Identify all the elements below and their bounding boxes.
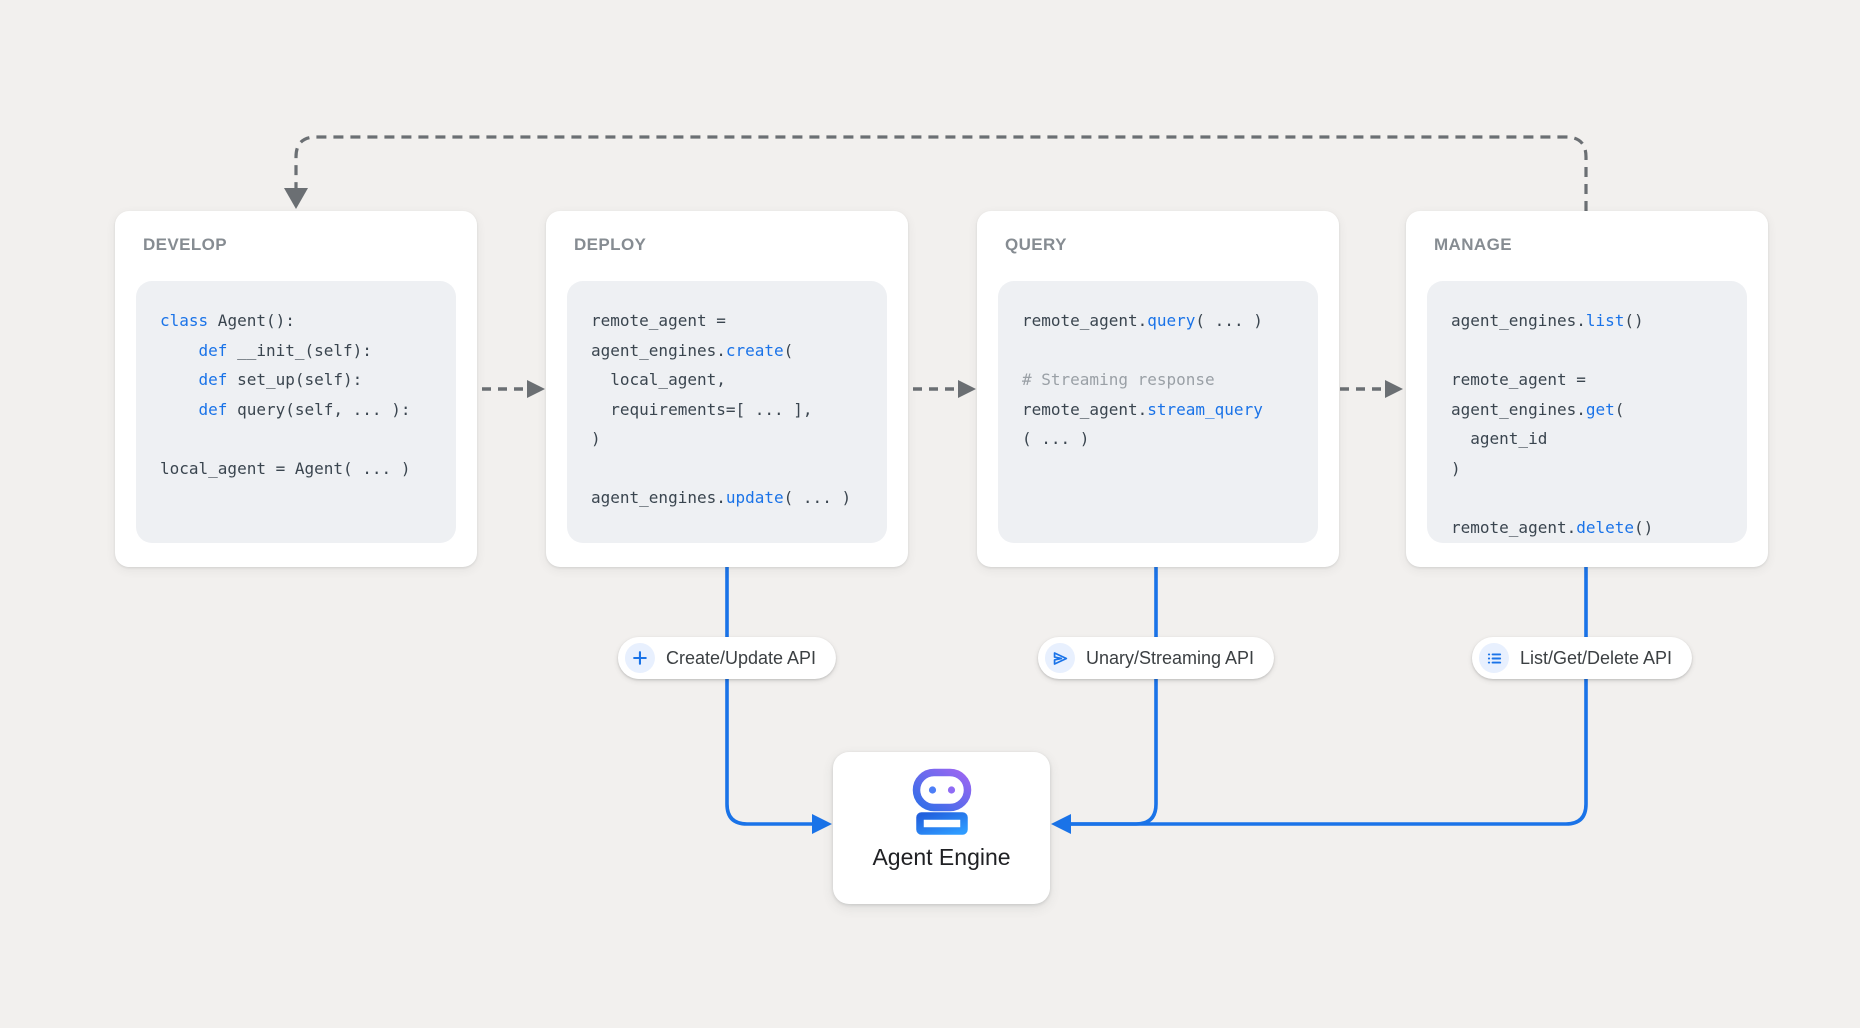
- code-line: [1022, 336, 1318, 366]
- arrowhead-left-icon: [1051, 814, 1071, 834]
- query-to-engine-blue-line: [1051, 567, 1158, 834]
- manage-to-engine-blue-line: [1070, 567, 1588, 826]
- arrowhead-right-icon: [812, 814, 832, 834]
- arrowhead-down-icon: [284, 188, 308, 209]
- code-line: ): [1451, 458, 1461, 478]
- plus-icon: [624, 643, 655, 673]
- code-line: agent_engines.get(: [1451, 399, 1625, 419]
- code-line: ): [591, 429, 601, 448]
- manage-to-develop-dashed-loop: [284, 135, 1588, 211]
- pill-create-update-api: Create/Update API: [617, 637, 837, 679]
- card-title: MANAGE: [1434, 235, 1512, 254]
- code-line: agent_engines.list(): [1451, 311, 1644, 330]
- pill-list-get-delete-api: List/Get/Delete API: [1471, 637, 1693, 679]
- code-line: [1451, 336, 1747, 366]
- card-deploy: DEPLOY remote_agent = agent_engines.creat…: [546, 211, 908, 567]
- code-block-develop: class Agent(): def __init_(self): def se…: [136, 281, 456, 543]
- deploy-to-query-dashed-arrow: [913, 380, 976, 398]
- code-line: def set_up(self):: [198, 370, 363, 389]
- code-line: agent_id: [1451, 429, 1548, 448]
- code-line: remote_agent.delete(): [1451, 517, 1654, 537]
- engine-label: Agent Engine: [872, 844, 1011, 870]
- code-line: remote_agent =: [591, 311, 726, 330]
- pill-unary-streaming-api: Unary/Streaming API: [1037, 637, 1275, 679]
- code-block-query: remote_agent.query( ... ) # Streaming re…: [998, 281, 1318, 543]
- code-line: def __init_(self):: [198, 340, 372, 360]
- develop-to-deploy-dashed-arrow: [482, 380, 545, 398]
- arrowhead-right-icon: [1385, 380, 1403, 398]
- code-line: remote_agent =: [1451, 370, 1586, 389]
- code-line: agent_engines.update( ... ): [591, 488, 852, 507]
- send-icon: [1044, 643, 1075, 673]
- code-line: requirements=[ ... ],: [591, 399, 813, 419]
- card-title: DEVELOP: [143, 235, 228, 254]
- card-manage: MANAGE agent_engines.list() remote_agent…: [1406, 211, 1768, 567]
- card-develop: DEVELOP class Agent(): def __init_(self)…: [115, 211, 477, 567]
- card-title: DEPLOY: [574, 235, 647, 254]
- code-line: local_agent,: [591, 370, 726, 389]
- pill-label: List/Get/Delete API: [1519, 647, 1673, 668]
- agent-engine-node: Agent Engine: [833, 752, 1050, 904]
- code-line: [591, 454, 887, 484]
- deploy-to-engine-blue-line: [725, 567, 832, 834]
- code-line: [160, 424, 456, 454]
- code-line: remote_agent.stream_query: [1022, 399, 1263, 419]
- pill-label: Create/Update API: [665, 647, 817, 668]
- code-block-deploy: remote_agent = agent_engines.create( loca…: [567, 281, 887, 543]
- list-icon: [1478, 643, 1509, 673]
- card-query: QUERY remote_agent.query( ... ) # Stream…: [977, 211, 1339, 567]
- arrowhead-right-icon: [527, 380, 545, 398]
- code-line: def query(self, ... ):: [198, 399, 411, 419]
- code-line: agent_engines.create(: [591, 340, 794, 360]
- code-line: class Agent():: [160, 311, 295, 330]
- code-block-manage: agent_engines.list() remote_agent = agent…: [1427, 281, 1747, 543]
- code-line: ( ... ): [1022, 429, 1090, 448]
- arrowhead-right-icon: [958, 380, 976, 398]
- code-line: # Streaming response: [1022, 370, 1215, 389]
- card-title: QUERY: [1005, 235, 1067, 254]
- pill-label: Unary/Streaming API: [1085, 647, 1255, 668]
- code-line: local_agent = Agent( ... ): [160, 458, 411, 478]
- query-to-manage-dashed-arrow: [1340, 380, 1403, 398]
- code-line: remote_agent.query( ... ): [1022, 311, 1263, 330]
- robot-icon: [912, 768, 971, 835]
- code-line: [1451, 483, 1747, 513]
